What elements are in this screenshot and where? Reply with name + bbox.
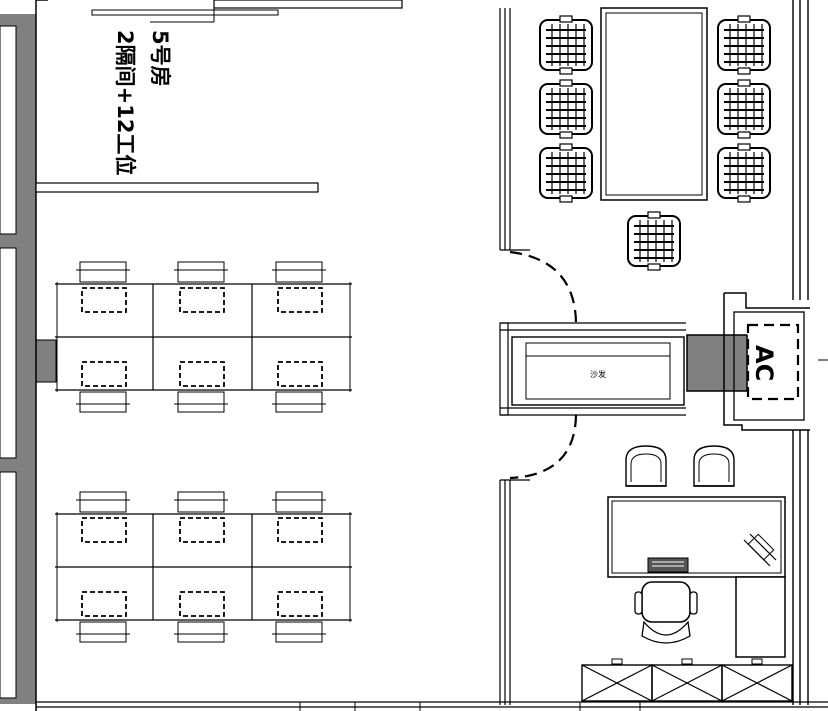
workstation (174, 361, 228, 413)
workstation (76, 491, 130, 543)
lounge-chair (625, 445, 667, 487)
workstation-cluster-top (55, 261, 352, 413)
workstation-cluster-bottom (55, 491, 352, 643)
meeting-chair (627, 211, 681, 271)
cubicle-partition (35, 182, 319, 193)
workstation (76, 261, 130, 313)
meeting-chair (717, 15, 771, 75)
office-chair (634, 581, 698, 644)
meeting-room (539, 7, 771, 271)
sofa-label: 沙发 (590, 369, 606, 379)
workstation (174, 491, 228, 543)
office-door[interactable] (509, 414, 578, 480)
room-label: 5号房 2隔间+12工位 (113, 30, 172, 175)
sofa: 沙发 (511, 336, 685, 406)
workstation (174, 591, 228, 643)
office-desk (607, 496, 786, 578)
meeting-room-door[interactable] (509, 250, 578, 324)
room-capacity: 2隔间+12工位 (113, 30, 137, 175)
private-office (581, 445, 793, 702)
structural-column (686, 334, 748, 392)
room-name: 5号房 (148, 30, 172, 87)
top-wall (36, 0, 403, 23)
keyboard-icon (647, 557, 689, 573)
glass-partition (499, 8, 686, 705)
meeting-chair (539, 143, 593, 203)
workstation (272, 491, 326, 543)
bottom-wall (36, 701, 828, 711)
desk-return (735, 576, 786, 658)
cabinet (721, 658, 793, 702)
cabinet (651, 658, 723, 702)
workstation (272, 591, 326, 643)
lamp-icon (743, 533, 777, 567)
storage-cabinets (581, 658, 793, 702)
workstation (174, 261, 228, 313)
right-wall (792, 0, 828, 705)
workstation (272, 261, 326, 313)
lounge-chair (693, 445, 735, 487)
cabinet (581, 658, 653, 702)
workstation (76, 591, 130, 643)
meeting-chair (717, 79, 771, 139)
ac-label: AC (750, 345, 778, 381)
meeting-chair (717, 143, 771, 203)
workstation (76, 361, 130, 413)
ac-unit: AC (723, 292, 810, 431)
left-wall (0, 0, 57, 711)
meeting-chair (539, 79, 593, 139)
meeting-chair (539, 15, 593, 75)
workstation (272, 361, 326, 413)
meeting-table (600, 7, 708, 201)
